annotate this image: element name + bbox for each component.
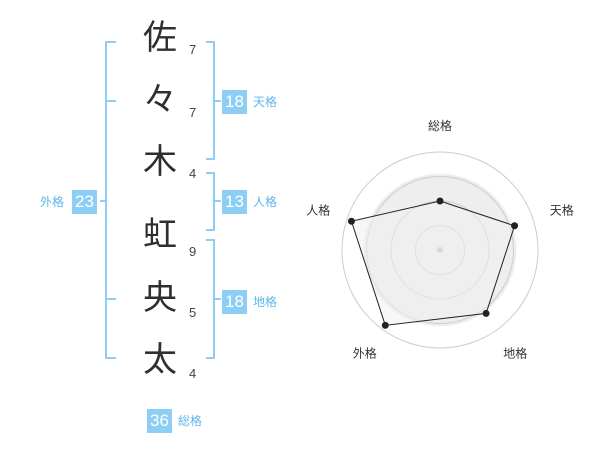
tenkaku-bracket: [206, 41, 221, 160]
name-char-2: 々: [143, 80, 177, 120]
radar-point: [482, 309, 490, 317]
name-char-5: 央: [143, 278, 177, 318]
chikaku-value: 18: [222, 290, 247, 314]
radar-point: [436, 197, 444, 205]
stroke-count-4: 9: [189, 244, 197, 259]
jinkaku-bracket: [206, 172, 221, 231]
name-char-1: 佐: [143, 18, 177, 58]
jinkaku-value: 13: [222, 190, 247, 214]
radar-ring: [341, 151, 539, 349]
radar-axis-label: 地格: [503, 346, 527, 361]
name-char-3: 木: [143, 142, 177, 182]
stroke-count-1: 7: [189, 42, 197, 57]
radar-series-polygon: [350, 200, 516, 326]
radar-point: [347, 217, 355, 225]
radar-axis-label: 外格: [353, 346, 377, 361]
soukaku-label: 総格: [178, 414, 203, 428]
soukaku-value: 36: [147, 409, 172, 433]
name-char-4: 虹: [143, 215, 177, 255]
stroke-count-3: 4: [189, 166, 197, 181]
radar-axis-label: 総格: [428, 118, 452, 133]
radar-axis-label: 天格: [550, 202, 574, 217]
stroke-count-6: 4: [189, 366, 197, 381]
gaikaku-value: 23: [72, 190, 97, 214]
gaikaku-bracket: [100, 41, 116, 359]
gaikaku-label: 外格: [40, 195, 65, 209]
radar-point: [381, 321, 389, 329]
radar-axis-label: 人格: [306, 202, 330, 217]
jinkaku-label: 人格: [253, 195, 278, 209]
tenkaku-label: 天格: [253, 95, 278, 109]
name-char-6: 太: [143, 340, 177, 380]
stroke-count-5: 5: [189, 305, 197, 320]
radar-point: [511, 222, 519, 230]
tenkaku-value: 18: [222, 90, 247, 114]
stroke-count-2: 7: [189, 105, 197, 120]
chikaku-bracket: [206, 239, 221, 359]
chikaku-label: 地格: [253, 295, 278, 309]
